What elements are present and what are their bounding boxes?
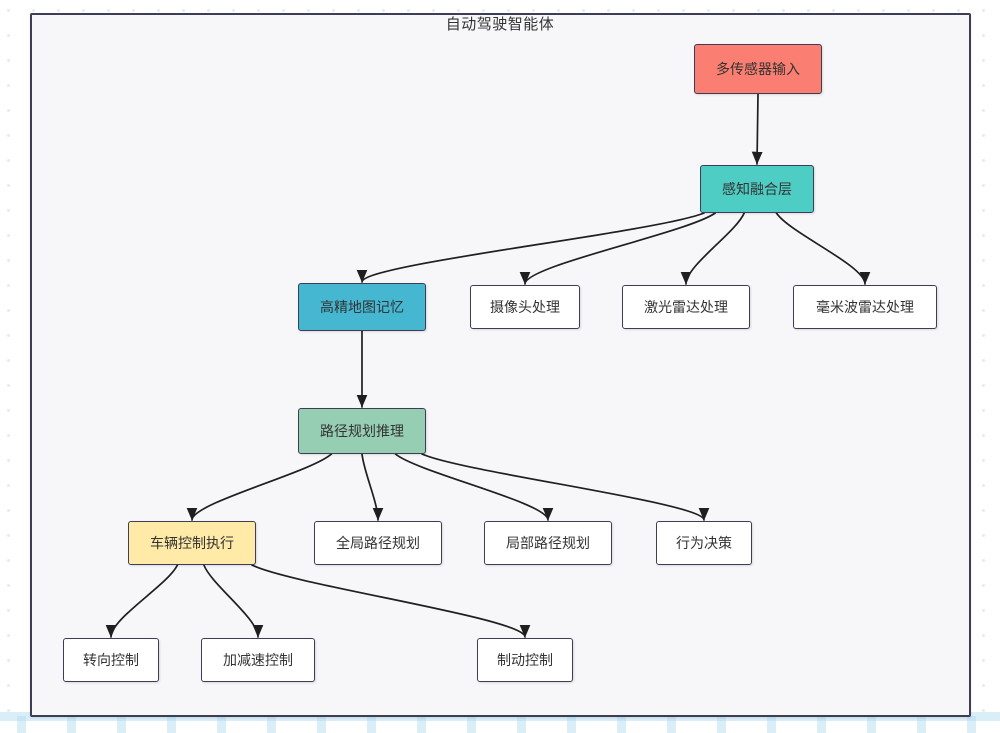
- node-label: 多传感器输入: [716, 61, 800, 77]
- node-global-path-planning[interactable]: 全局路径规划: [314, 521, 442, 565]
- node-radar-processing[interactable]: 毫米波雷达处理: [793, 285, 937, 329]
- node-steering-control[interactable]: 转向控制: [63, 638, 159, 682]
- node-label: 高精地图记忆: [320, 299, 404, 315]
- node-brake-control[interactable]: 制动控制: [477, 638, 573, 682]
- node-camera-processing[interactable]: 摄像头处理: [470, 285, 580, 329]
- node-behavior-decision[interactable]: 行为决策: [656, 521, 752, 565]
- node-label: 制动控制: [497, 652, 553, 668]
- node-hd-map-memory[interactable]: 高精地图记忆: [298, 283, 426, 331]
- node-label: 加减速控制: [223, 652, 293, 668]
- node-speed-control[interactable]: 加减速控制: [201, 638, 315, 682]
- node-label: 毫米波雷达处理: [816, 299, 914, 315]
- node-path-planning[interactable]: 路径规划推理: [298, 408, 426, 454]
- node-perception-fusion[interactable]: 感知融合层: [700, 165, 814, 213]
- node-sensor-input[interactable]: 多传感器输入: [694, 44, 822, 94]
- node-label: 行为决策: [676, 535, 732, 551]
- node-vehicle-control[interactable]: 车辆控制执行: [128, 521, 256, 565]
- node-label: 路径规划推理: [320, 423, 404, 439]
- node-lidar-processing[interactable]: 激光雷达处理: [622, 285, 750, 329]
- node-label: 全局路径规划: [336, 535, 420, 551]
- node-label: 感知融合层: [722, 181, 792, 197]
- node-label: 转向控制: [83, 652, 139, 668]
- node-label: 车辆控制执行: [150, 535, 234, 551]
- node-label: 激光雷达处理: [644, 299, 728, 315]
- node-label: 摄像头处理: [490, 299, 560, 315]
- cluster-frame: [30, 13, 971, 717]
- node-local-path-planning[interactable]: 局部路径规划: [484, 521, 612, 565]
- node-label: 局部路径规划: [506, 535, 590, 551]
- diagram-title: 自动驾驶智能体: [445, 16, 555, 33]
